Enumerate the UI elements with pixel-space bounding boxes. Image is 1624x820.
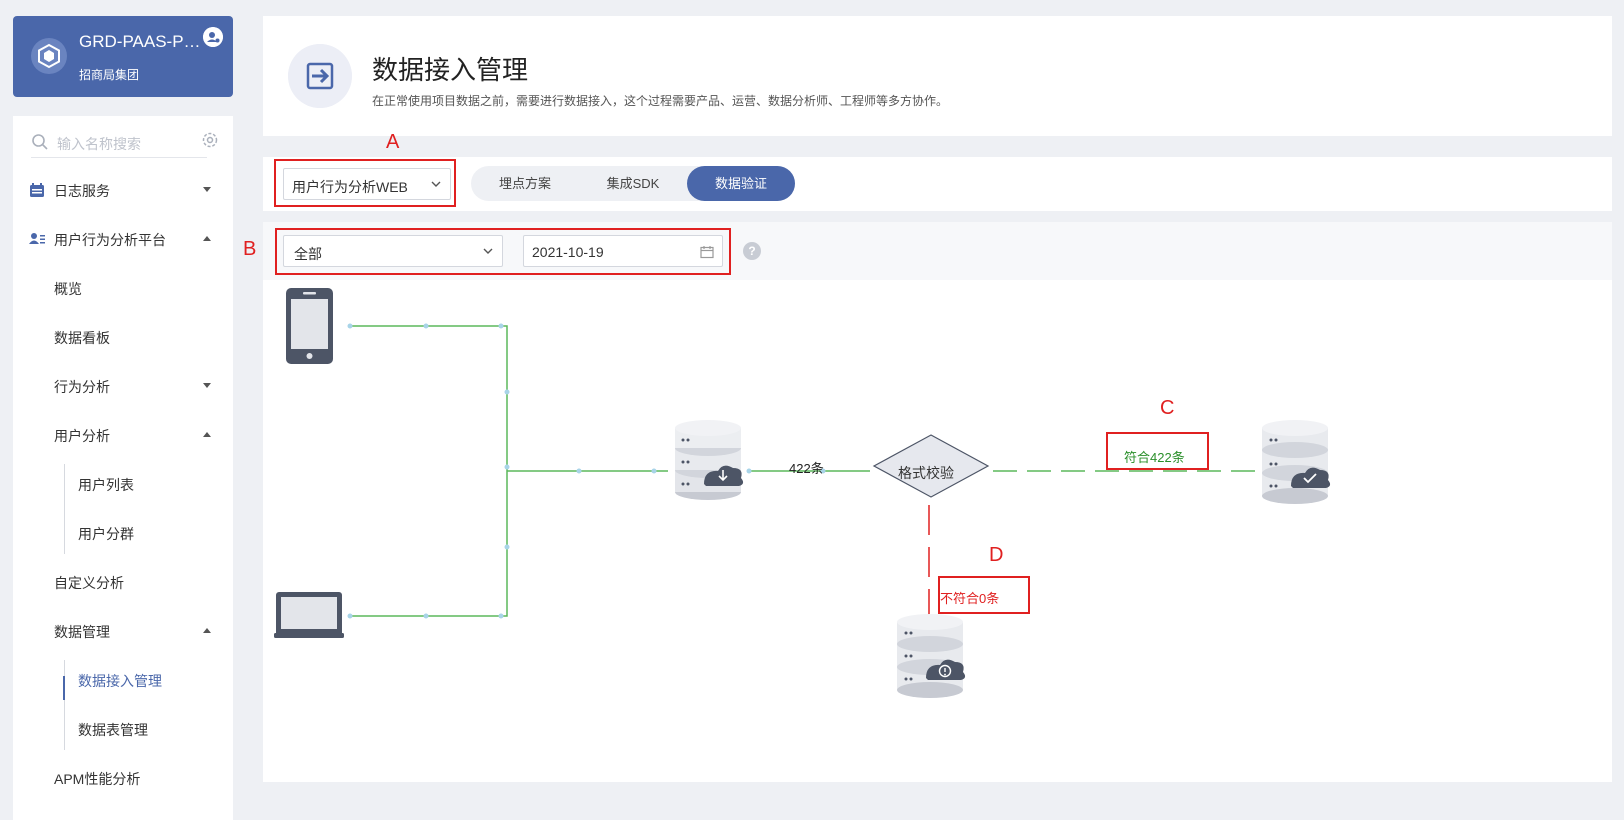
sidebar-item-label: 自定义分析: [54, 575, 124, 591]
sidebar-nav: 输入名称搜索 日志服务 用户行为分析平台 概览 数据看板 行为分析 用户分析: [13, 116, 233, 820]
sidebar-item-behavior-platform[interactable]: 用户行为分析平台: [13, 219, 233, 259]
sidebar-item-custom-analysis[interactable]: 自定义分析: [13, 562, 233, 602]
sidebar-item-user-analysis[interactable]: 用户分析: [13, 415, 233, 455]
type-filter-select[interactable]: 全部: [283, 235, 503, 267]
ingest-database-icon: [675, 420, 744, 500]
chevron-down-icon: [483, 248, 493, 254]
caret-up-icon: [203, 236, 211, 241]
sidebar-item-data-ingest[interactable]: 数据接入管理: [13, 660, 233, 700]
user-switch-icon[interactable]: [203, 27, 223, 47]
org-card[interactable]: GRD-PAAS-POC 招商局集团: [13, 16, 233, 97]
date-value: 2021-10-19: [532, 244, 604, 260]
sidebar-item-label: 数据管理: [54, 624, 110, 640]
calendar-icon: [700, 246, 714, 259]
data-flow-diagram: [274, 288, 1331, 698]
pass-count-label: 符合422条: [1124, 450, 1185, 465]
date-picker[interactable]: 2021-10-19: [523, 235, 723, 267]
caret-up-icon: [203, 628, 211, 633]
search-icon: [32, 134, 48, 150]
caret-up-icon: [203, 432, 211, 437]
cube-logo-icon: [31, 38, 67, 74]
tab-tracking-plan[interactable]: 埋点方案: [498, 176, 551, 191]
pass-database-icon: [1262, 420, 1331, 504]
sidebar-item-label: 用户行为分析平台: [54, 232, 166, 248]
validation-diamond: [872, 434, 990, 498]
sidebar-item-overview[interactable]: 概览: [13, 268, 233, 308]
tree-line: [64, 660, 65, 750]
caret-down-icon: [203, 187, 211, 192]
filter-bar: 全部 2021-10-19 ?: [263, 222, 1612, 280]
fail-count-label: 不符合0条: [940, 591, 1000, 606]
validation-label: 格式校验: [898, 465, 954, 481]
help-icon[interactable]: ?: [743, 242, 761, 260]
import-icon: [288, 44, 352, 108]
annotation-label-c: C: [1160, 397, 1175, 419]
sidebar-item-label: 日志服务: [54, 183, 110, 199]
fail-database-icon: [897, 614, 966, 698]
tab-bar: 用户行为分析WEB 埋点方案 集成SDK 数据验证: [263, 157, 1612, 211]
sidebar-item-behavior-analysis[interactable]: 行为分析: [13, 366, 233, 406]
sidebar-item-label: 行为分析: [54, 379, 110, 395]
sidebar-item-label: 用户分析: [54, 428, 110, 444]
annotation-box-a: [274, 159, 456, 207]
annotation-box-d: [938, 576, 1030, 614]
org-name: GRD-PAAS-POC: [79, 32, 209, 51]
sidebar-item-label: 数据接入管理: [78, 673, 162, 689]
type-filter-value: 全部: [294, 246, 322, 262]
chevron-down-icon: [431, 181, 441, 187]
sidebar-item-log-service[interactable]: 日志服务: [13, 170, 233, 210]
ingest-count-label: 422条: [789, 461, 824, 476]
sidebar-item-table-management[interactable]: 数据表管理: [13, 709, 233, 749]
annotation-label-a: A: [386, 131, 400, 153]
sidebar-item-apm[interactable]: APM性能分析: [13, 758, 233, 798]
tab-group: 埋点方案 集成SDK 数据验证: [471, 166, 795, 201]
app-select[interactable]: 用户行为分析WEB: [283, 168, 451, 200]
sidebar-item-label: 数据看板: [54, 330, 110, 346]
mobile-device-icon: [286, 288, 333, 364]
laptop-icon: [274, 592, 344, 638]
tree-line: [64, 464, 65, 554]
search-box[interactable]: 输入名称搜索: [31, 126, 207, 158]
sidebar-item-label: 数据表管理: [78, 722, 148, 738]
annotation-box-c: [1106, 432, 1209, 470]
tab-sdk[interactable]: 集成SDK: [606, 176, 660, 191]
page-description: 在正常使用项目数据之前，需要进行数据接入，这个过程需要产品、运营、数据分析师、工…: [372, 94, 949, 108]
sidebar-item-label: 用户列表: [78, 477, 134, 493]
page-header: 数据接入管理 在正常使用项目数据之前，需要进行数据接入，这个过程需要产品、运营、…: [263, 16, 1612, 136]
search-input[interactable]: 输入名称搜索: [57, 136, 141, 152]
annotation-label-d: D: [989, 544, 1004, 566]
calendar-icon: [30, 183, 44, 197]
sidebar-item-data-management[interactable]: 数据管理: [13, 611, 233, 651]
org-subtitle: 招商局集团: [79, 68, 140, 82]
sidebar-item-user-group[interactable]: 用户分群: [13, 513, 233, 553]
annotation-box-b: [275, 228, 731, 275]
active-indicator: [63, 676, 65, 700]
caret-down-icon: [203, 383, 211, 388]
sidebar-item-dashboard[interactable]: 数据看板: [13, 317, 233, 357]
page-title: 数据接入管理: [372, 55, 529, 85]
annotation-label-b: B: [243, 238, 257, 260]
gear-icon[interactable]: [201, 131, 219, 149]
sidebar-item-user-list[interactable]: 用户列表: [13, 464, 233, 504]
sidebar-item-label: APM性能分析: [54, 771, 141, 787]
user-list-icon: [29, 233, 45, 244]
tab-data-validation[interactable]: 数据验证: [687, 166, 795, 201]
sidebar-item-label: 概览: [54, 281, 82, 297]
connector-points: [347, 323, 826, 619]
sidebar-item-label: 用户分群: [78, 526, 134, 542]
